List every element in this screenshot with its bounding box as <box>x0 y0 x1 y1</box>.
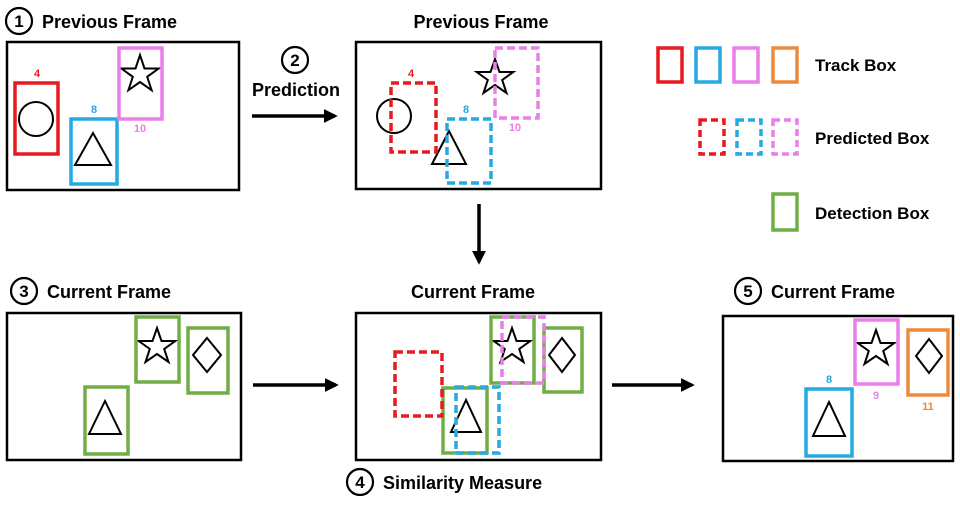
legend-predicted-pink <box>771 118 799 156</box>
track-box-blue <box>804 387 854 458</box>
svg-text:3: 3 <box>19 282 28 301</box>
detection-box-star <box>134 315 181 384</box>
predicted-box-blue <box>445 117 493 185</box>
star-object <box>135 324 179 365</box>
step2-number-badge: 2 <box>280 45 310 75</box>
track-box-pink <box>117 46 164 121</box>
legend-detection-green <box>771 192 799 232</box>
legend: Track Box Predicted Box Detection Box <box>656 46 930 232</box>
legend-track-red <box>656 46 684 84</box>
step3-title: Current Frame <box>47 282 171 302</box>
svg-text:2: 2 <box>290 51 299 70</box>
legend-detection-label: Detection Box <box>815 204 930 223</box>
triangle-object <box>87 398 123 435</box>
legend-predicted-blue <box>735 118 763 156</box>
step2-title: Prediction <box>252 80 340 100</box>
triangle-object <box>449 397 483 433</box>
detection-box-diamond <box>186 326 230 395</box>
legend-track-orange <box>771 46 799 84</box>
star-object <box>490 324 534 365</box>
id-label-blue: 8 <box>91 104 97 116</box>
id-label-orange: 11 <box>922 401 934 413</box>
id-label-blue: 8 <box>463 104 469 116</box>
step3-group: 3 Current Frame <box>9 276 171 306</box>
step3-number-badge: 3 <box>9 276 39 306</box>
id-label-pink: 10 <box>509 122 521 134</box>
predicted-box-pink <box>493 46 540 120</box>
triangle-object <box>430 128 468 165</box>
step4-title: Similarity Measure <box>383 473 542 493</box>
star-object <box>118 51 162 93</box>
step1-group: 1 Previous Frame <box>4 6 177 36</box>
step5-number-badge: 5 <box>733 276 763 306</box>
frame1-panel: 4 8 10 <box>5 40 241 192</box>
predicted-box-blue <box>454 385 501 455</box>
detection-box-triangle <box>441 386 489 455</box>
track-box-blue <box>69 117 119 186</box>
legend-track-blue <box>694 46 722 84</box>
legend-track-pink <box>732 46 760 84</box>
triangle-object <box>73 130 113 166</box>
id-label-blue: 8 <box>826 374 832 386</box>
legend-track-label: Track Box <box>815 56 897 75</box>
track-box-pink <box>853 318 900 386</box>
frame3-panel <box>5 311 243 462</box>
svg-text:1: 1 <box>14 12 23 31</box>
id-label-red: 4 <box>34 68 41 80</box>
step2-group: 2 Prediction <box>252 45 340 100</box>
predicted-box-red <box>389 81 438 154</box>
id-label-pink: 9 <box>873 390 879 402</box>
frame5-panel: 8 9 11 <box>721 314 955 463</box>
track-box-red <box>13 81 60 156</box>
circle-object <box>18 101 54 137</box>
diamond-object <box>191 336 223 374</box>
predicted-frame-title: Previous Frame <box>413 12 548 32</box>
detection-box-triangle <box>83 385 130 456</box>
star-object <box>854 326 898 367</box>
step1-number-badge: 1 <box>4 6 34 36</box>
id-label-pink: 10 <box>134 123 146 135</box>
svg-text:4: 4 <box>355 473 365 492</box>
circle-object <box>376 98 412 134</box>
step5-group: 5 Current Frame <box>733 276 895 306</box>
frame2-panel: 4 8 10 <box>354 40 603 191</box>
step5-title: Current Frame <box>771 282 895 302</box>
matching-frame-title: Current Frame <box>411 282 535 302</box>
svg-text:5: 5 <box>743 282 752 301</box>
diamond-object <box>547 336 577 374</box>
legend-predicted-red <box>698 118 726 156</box>
step4-number-badge: 4 <box>345 467 375 497</box>
step1-title: Previous Frame <box>42 12 177 32</box>
star-object <box>473 55 517 96</box>
frame4-panel <box>354 311 603 462</box>
diamond-object <box>914 337 944 375</box>
predicted-box-pink <box>500 315 546 385</box>
id-label-red: 4 <box>408 68 415 80</box>
track-box-orange <box>906 328 950 397</box>
triangle-object <box>811 399 847 437</box>
legend-predicted-label: Predicted Box <box>815 129 930 148</box>
predicted-box-red <box>393 350 444 418</box>
step4-group: 4 Similarity Measure <box>345 467 542 497</box>
